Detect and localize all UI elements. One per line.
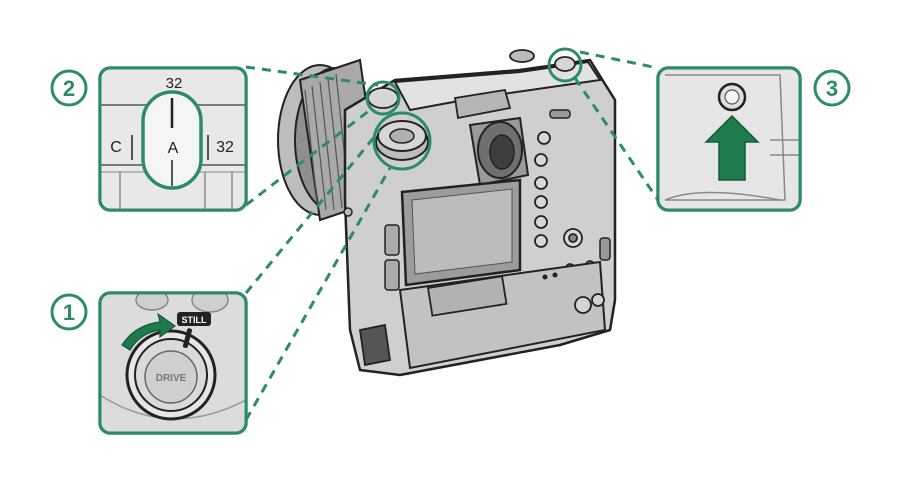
still-label: STILL [182, 315, 207, 325]
scale-left-label: C [110, 139, 122, 156]
callout-panel-3: 3 [656, 66, 851, 212]
scale-right-label: 32 [216, 139, 234, 156]
callout-number-badge-2 [50, 69, 88, 107]
callout-panel-2: 32 C A 32 2 [50, 66, 248, 212]
up-arrow-icon [704, 114, 760, 181]
leader-lines [244, 50, 660, 421]
callout-arrow-icon [121, 312, 177, 351]
camera-drive-dial [375, 120, 429, 161]
callout-number-1: 1 [63, 300, 75, 325]
callout-number-3: 3 [826, 76, 838, 101]
scale-top-label: 32 [166, 75, 183, 92]
callout-panel-1: DRIVE STILL 1 [50, 291, 248, 435]
callout-number-2: 2 [63, 76, 75, 101]
viewfinder-eyepiece [468, 116, 530, 187]
camera-highlights [365, 47, 583, 171]
camera-illustration [277, 49, 617, 377]
callout-number-badge-1 [50, 293, 88, 331]
drive-dial-label: DRIVE [156, 373, 187, 384]
scale-center-label: A [168, 140, 179, 157]
callout-number-badge-3 [813, 69, 851, 107]
